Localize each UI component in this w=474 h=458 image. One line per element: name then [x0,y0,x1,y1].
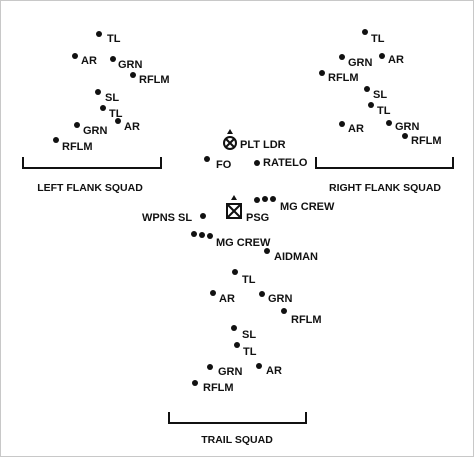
soldier-dot [264,248,270,254]
member-label: TL [243,346,257,358]
soldier-dot [207,233,213,239]
member-label: MG CREW [280,201,335,213]
squad-bracket [315,157,454,169]
soldier-dot [386,120,392,126]
member-label: GRN [268,293,293,305]
soldier-dot [254,197,260,203]
platoon-headquarters: PLT LDR FO RATELO MG CREW WPNS SL PSG MG… [142,129,335,263]
platoon-leader-symbol [223,129,237,150]
soldier-dot [192,380,198,386]
squad-title: RIGHT FLANK SQUAD [329,182,441,194]
soldier-dot [256,363,262,369]
member-label: TL [242,274,256,286]
member-label: RFLM [62,141,93,153]
soldier-dot [339,121,345,127]
member-label: GRN [348,57,373,69]
left-flank-squad: TL AR GRN RFLM SL TL AR GRN RFLM LEFT FL… [22,31,170,194]
soldier-dot [100,105,106,111]
soldier-dot [200,213,206,219]
soldier-dot [339,54,345,60]
squad-title: TRAIL SQUAD [201,434,273,446]
member-label: WPNS SL [142,212,192,224]
member-label: AIDMAN [274,251,318,263]
soldier-dot [402,133,408,139]
soldier-dot [199,232,205,238]
member-label: RFLM [411,135,442,147]
soldier-dot [270,196,276,202]
member-label: AR [348,123,364,135]
member-label: PSG [246,212,269,224]
member-label: GRN [218,366,243,378]
member-label: RFLM [291,314,322,326]
member-label: RFLM [203,382,234,394]
trail-squad: TL AR GRN RFLM SL TL GRN AR RFLM TRAIL S… [168,269,322,446]
soldier-dot [259,291,265,297]
member-label: AR [219,293,235,305]
soldier-dot [232,269,238,275]
soldier-dot [368,102,374,108]
soldier-dot [379,53,385,59]
member-label: AR [81,55,97,67]
right-flank-squad: TL GRN AR RFLM SL TL AR GRN RFLM RIGHT F… [315,29,454,194]
soldier-dot [53,137,59,143]
soldier-dot [74,122,80,128]
soldier-dot [204,156,210,162]
soldier-dot [95,89,101,95]
soldier-dot [364,86,370,92]
member-label: AR [388,54,404,66]
soldier-dot [210,290,216,296]
soldier-dot [191,231,197,237]
soldier-dot [281,308,287,314]
member-label: RFLM [328,72,359,84]
member-label: PLT LDR [240,139,286,151]
soldier-dot [72,53,78,59]
soldier-dot [262,196,268,202]
member-label: FO [216,159,232,171]
soldier-dot [115,118,121,124]
soldier-dot [362,29,368,35]
soldier-dot [207,364,213,370]
member-label: GRN [83,125,108,137]
member-label: TL [107,33,121,45]
soldier-dot [319,70,325,76]
member-label: RATELO [263,157,308,169]
member-label: TL [371,33,385,45]
soldier-dot [234,342,240,348]
member-label: TL [377,105,391,117]
member-label: SL [373,89,387,101]
member-label: SL [105,92,119,104]
member-label: GRN [118,59,143,71]
member-label: AR [124,121,140,133]
member-label: SL [242,329,256,341]
soldier-dot [96,31,102,37]
squad-bracket [22,157,162,169]
squad-bracket [168,412,307,424]
member-label: AR [266,365,282,377]
member-label: RFLM [139,74,170,86]
member-label: GRN [395,121,420,133]
member-label: TL [109,108,123,120]
member-label: MG CREW [216,237,271,249]
platoon-sergeant-symbol [226,195,242,219]
soldier-dot [254,160,260,166]
squad-title: LEFT FLANK SQUAD [37,182,143,194]
soldier-dot [110,56,116,62]
soldier-dot [231,325,237,331]
soldier-dot [130,72,136,78]
